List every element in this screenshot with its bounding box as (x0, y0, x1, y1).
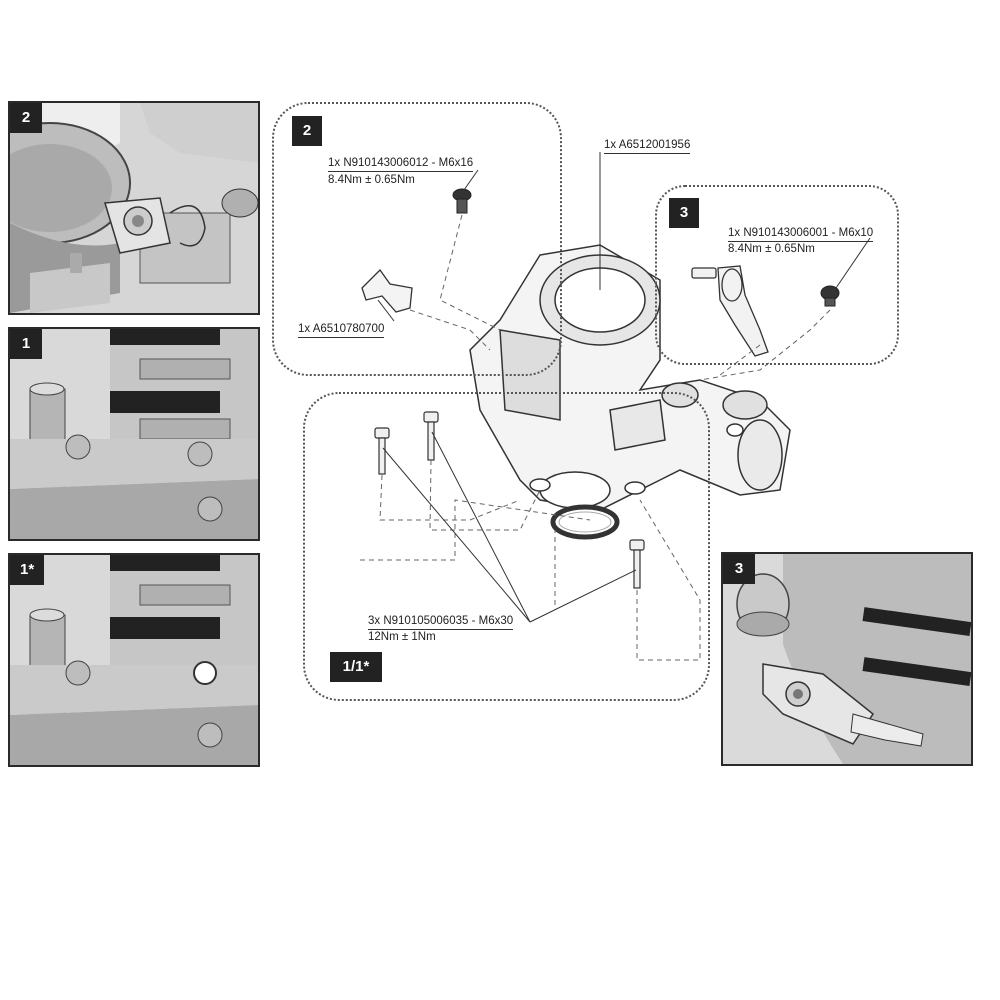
zone-1-badge: 1/1* (330, 652, 382, 682)
label-bolt-m6x10-torque: 8.4Nm ± 0.65Nm (728, 243, 815, 255)
label-bolt-m6x10-part: 1x N910143006001 - M6x10 (728, 226, 874, 242)
detail-panel-2-badge: 2 (10, 103, 42, 133)
bolt-m6x10 (820, 285, 840, 307)
detail-panel-1-star-badge: 1* (10, 555, 45, 585)
gasket-ring (550, 504, 620, 540)
detail-panel-1-star: 1* (8, 553, 260, 767)
detail-3-render (723, 554, 971, 764)
detail-panel-1-badge: 1 (10, 329, 42, 359)
label-bolts-m6x30-part: 3x N910105006035 - M6x30 (368, 614, 514, 630)
label-bolt-m6x16-part: 1x N910143006012 - M6x16 (328, 156, 474, 172)
assembly-leader-lines (360, 214, 831, 661)
zone-2-outline (272, 102, 562, 376)
detail-1-render (10, 329, 258, 539)
zone-3-badge: 3 (669, 198, 699, 228)
zone-3-outline (655, 185, 899, 365)
detail-2-render (10, 103, 258, 313)
bolt-m6x30-1 (374, 427, 390, 475)
detail-panel-3: 3 (721, 552, 973, 766)
zone-1-outline (303, 392, 710, 701)
bolt-m6x30-3 (629, 539, 645, 589)
label-housing-part: 1x A6512001956 (604, 138, 691, 154)
zone-2-badge: 2 (292, 116, 322, 146)
detail-panel-1: 1 (8, 327, 260, 541)
label-bolt-m6x16-torque: 8.4Nm ± 0.65Nm (328, 174, 415, 186)
clip-bracket (361, 268, 413, 313)
bolt-m6x16 (452, 188, 472, 214)
sensor-bracket (691, 265, 769, 357)
detail-panel-2: 2 (8, 101, 260, 315)
callout-lines (377, 152, 871, 623)
detail-1-star-render (10, 555, 258, 765)
detail-panel-3-badge: 3 (723, 554, 755, 584)
label-bolts-m6x30-torque: 12Nm ± 1Nm (368, 631, 436, 643)
label-clip-part: 1x A6510780700 (298, 322, 385, 338)
